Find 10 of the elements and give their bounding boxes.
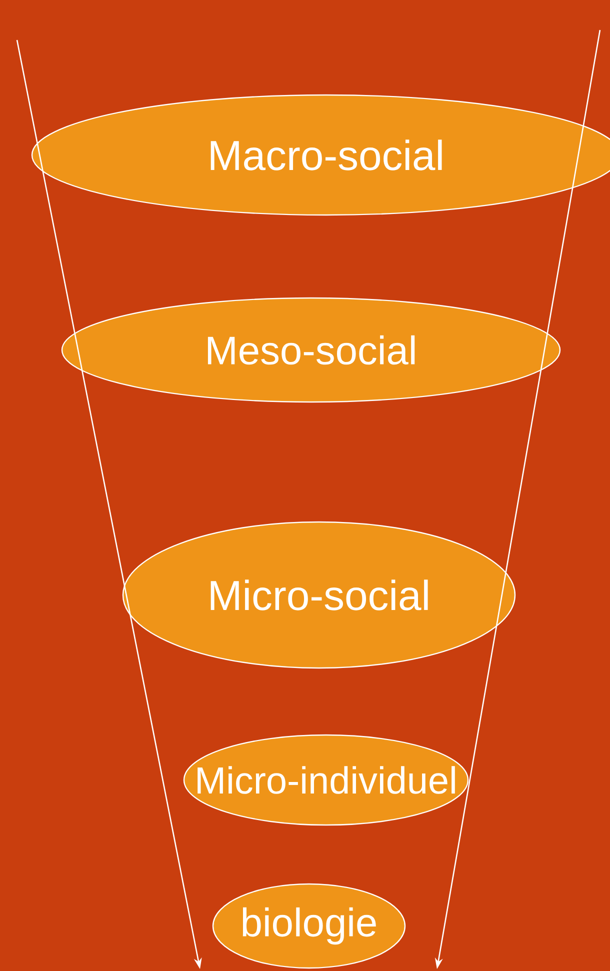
ellipse-label: biologie — [242, 907, 376, 945]
ellipse-label: Meso-social — [208, 335, 415, 365]
ellipse — [183, 734, 469, 826]
ellipse — [122, 521, 516, 669]
ellipse-label: Micro-individuel — [198, 766, 455, 794]
ellipse — [212, 883, 406, 969]
ellipse — [61, 297, 561, 403]
ellipse-label: Macro-social — [210, 140, 442, 170]
ellipse — [31, 94, 610, 216]
ellipse-label: Micro-social — [210, 580, 428, 610]
